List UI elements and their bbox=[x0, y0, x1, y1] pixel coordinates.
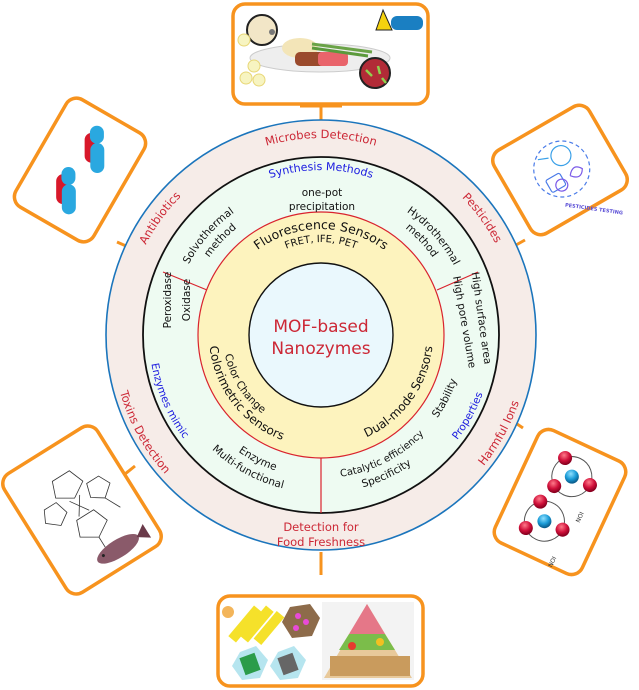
enzyme-item-oxidase: Oxidase bbox=[181, 279, 193, 321]
toxins-panel bbox=[1, 424, 163, 596]
app-detection-for: Detection for bbox=[283, 520, 359, 534]
mof-crystals-icon bbox=[222, 604, 320, 680]
oxidase-group: Oxidase bbox=[181, 279, 193, 321]
fish-icon bbox=[97, 523, 152, 564]
toxin-molecule-icon bbox=[43, 470, 121, 548]
microbes-panel bbox=[231, 2, 430, 106]
enzyme-item-peroxidase: Peroxidase bbox=[162, 272, 174, 329]
center-circle bbox=[248, 262, 394, 408]
harmful-ions-panel: ION ION bbox=[492, 427, 628, 577]
antibiotics-panel bbox=[12, 96, 148, 244]
synthesis-item-one-pot: one-pot bbox=[302, 187, 343, 199]
food-pyramid-icon bbox=[322, 602, 414, 680]
food-plate-microbes-icon bbox=[237, 8, 423, 89]
pesticides-testing-icon bbox=[533, 140, 591, 198]
harmful-ions-panel-frame bbox=[492, 427, 628, 577]
ion-label-1: ION bbox=[573, 510, 584, 523]
pesticides-panel-frame bbox=[491, 103, 629, 237]
synthesis-item-precipitation: precipitation bbox=[289, 201, 355, 213]
app-food-freshness: Food Freshness bbox=[277, 535, 365, 549]
antibiotics-panel-frame bbox=[12, 96, 148, 244]
middle-ring-dividers bbox=[162, 271, 479, 513]
divider-synthesis-enzymes bbox=[162, 271, 208, 291]
pesticides-panel: PESTICIDES TESTING bbox=[491, 103, 629, 237]
center-title-line2: Nanozymes bbox=[271, 339, 370, 359]
capsules-icon bbox=[56, 125, 105, 215]
divider-synthesis-properties bbox=[436, 271, 479, 291]
center-title-line1: MOF-based bbox=[273, 317, 368, 337]
ion-atoms-icon bbox=[518, 451, 597, 542]
food-freshness-panel bbox=[216, 594, 425, 688]
ion-label-2: ION bbox=[546, 555, 557, 568]
peroxidase-group: Peroxidase bbox=[162, 272, 174, 329]
